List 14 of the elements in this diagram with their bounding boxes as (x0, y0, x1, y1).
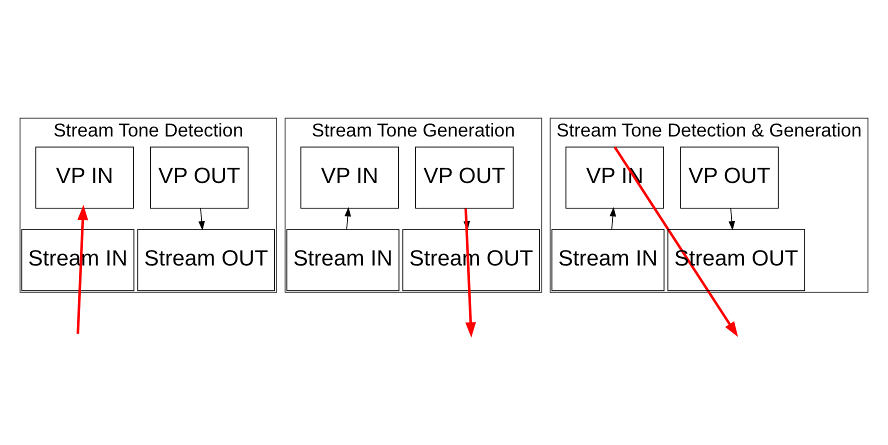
node-box: VP OUT (415, 146, 514, 208)
arrow (198, 207, 205, 230)
arrow (76, 204, 88, 334)
node-box: Stream IN (551, 228, 664, 291)
arrow (610, 206, 616, 230)
node-box: VP OUT (150, 146, 249, 208)
arrow (728, 207, 736, 230)
node-box: VP IN (35, 146, 134, 208)
node-box: VP IN (300, 146, 399, 208)
node-box: Stream IN (286, 228, 400, 291)
arrow (344, 206, 352, 230)
node-box: Stream OUT (137, 228, 275, 291)
node-box: VP OUT (680, 146, 779, 208)
arrow (614, 146, 738, 336)
